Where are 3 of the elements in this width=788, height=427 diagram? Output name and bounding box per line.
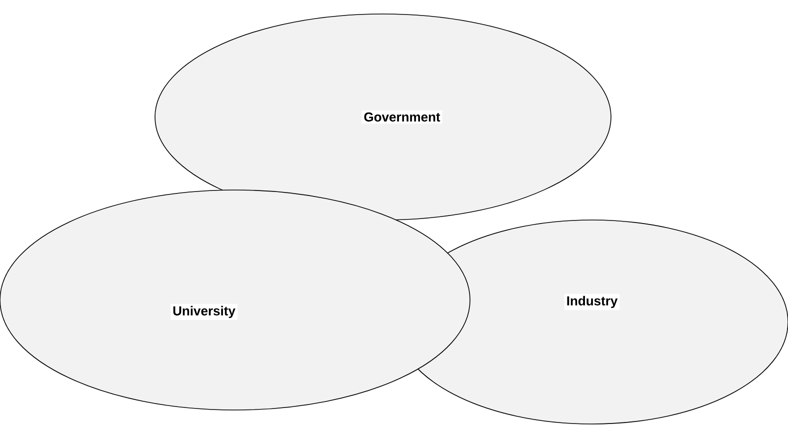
ellipse-label: University xyxy=(170,304,238,320)
ellipse-label: Government xyxy=(362,110,442,124)
ellipse-label: Industry xyxy=(564,294,620,310)
